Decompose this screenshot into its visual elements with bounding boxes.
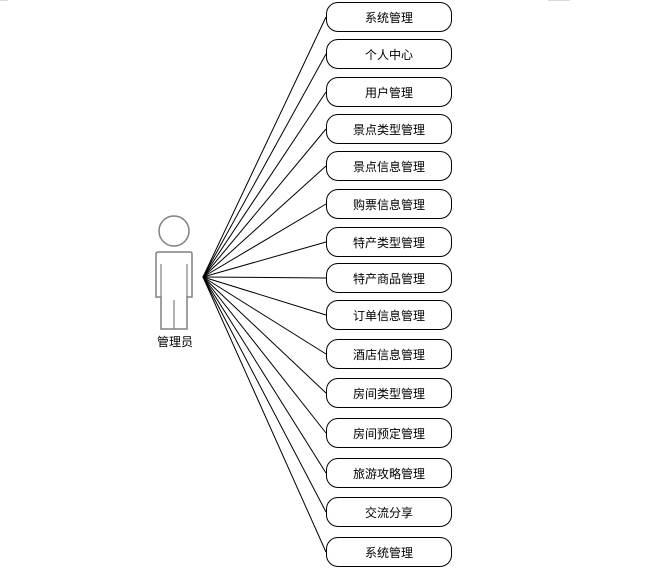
use-case-5: 景点信息管理 (326, 151, 452, 181)
connector-line (202, 276, 327, 434)
use-case-15: 系统管理 (326, 537, 452, 567)
connector-line (202, 91, 327, 278)
use-case-4: 景点类型管理 (326, 114, 452, 144)
connector-line (202, 16, 327, 278)
connector-line (202, 276, 327, 553)
use-case-10: 酒店信息管理 (326, 339, 452, 369)
admin-actor: 管理员 (140, 212, 210, 362)
use-case-12: 房间预定管理 (326, 418, 452, 448)
top-left-edge-mark (0, 0, 8, 1)
connector-line (202, 203, 327, 278)
top-right-edge-mark (548, 0, 570, 1)
connector-line (202, 276, 327, 279)
connector-line (202, 165, 327, 278)
use-case-3: 用户管理 (326, 77, 452, 107)
use-case-11: 房间类型管理 (326, 378, 452, 408)
use-case-6: 购票信息管理 (326, 189, 452, 219)
actor-figure-icon (155, 215, 193, 330)
connector-line (202, 53, 327, 278)
connector-line (202, 241, 327, 278)
use-case-2: 个人中心 (326, 39, 452, 69)
use-case-8: 特产商品管理 (326, 263, 452, 293)
connector-line (202, 128, 327, 278)
use-case-13: 旅游攻略管理 (326, 458, 452, 488)
actor-label: 管理员 (156, 335, 193, 349)
use-case-1: 系统管理 (326, 2, 452, 32)
connector-line (202, 276, 327, 355)
connector-line (202, 276, 327, 474)
connector-line (202, 276, 327, 394)
use-case-7: 特产类型管理 (326, 227, 452, 257)
connector-line (202, 276, 327, 513)
use-case-14: 交流分享 (326, 497, 452, 527)
use-case-9: 订单信息管理 (326, 300, 452, 330)
connector-line (202, 276, 327, 316)
